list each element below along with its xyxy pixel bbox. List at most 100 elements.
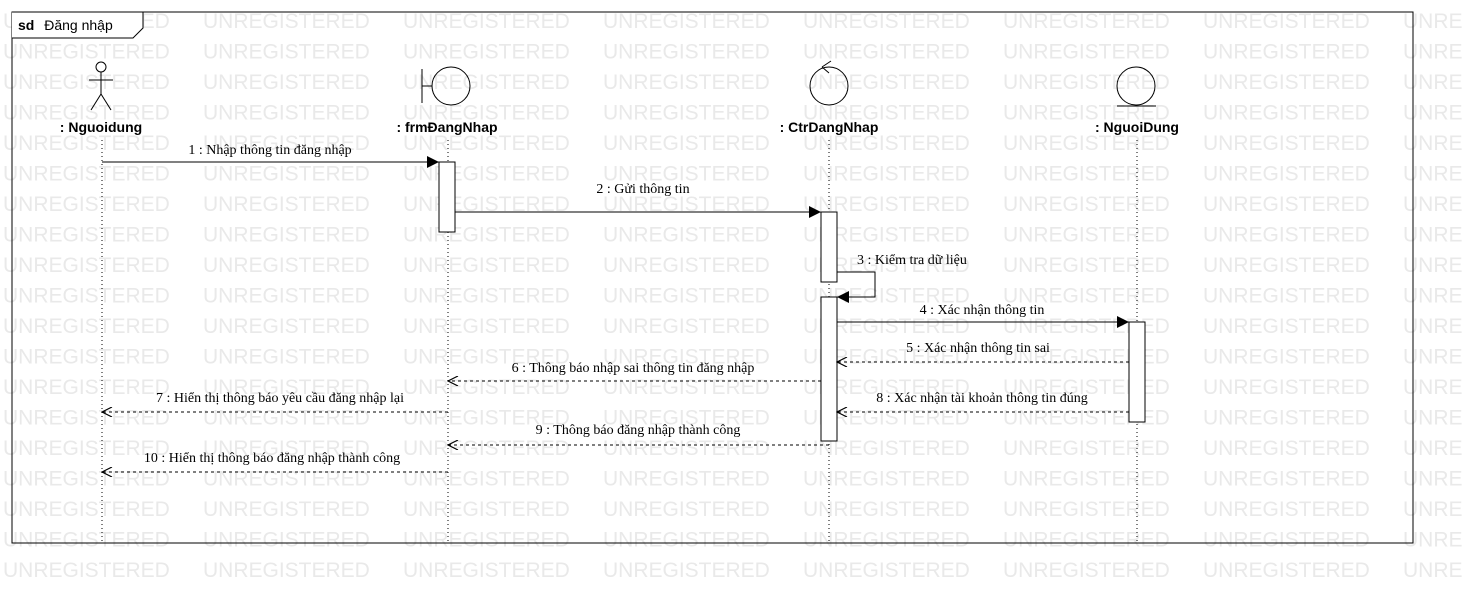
watermark-text: UNREGISTERED — [3, 498, 170, 521]
watermark-text: UNREGISTERED — [803, 224, 970, 247]
message-4-label: 4 : Xác nhận thông tin — [920, 303, 1045, 318]
watermark-text: UNREGISTERED — [203, 102, 370, 125]
watermark-text: UNREGISTERED — [1403, 10, 1462, 33]
watermark-text: UNREGISTERED — [203, 468, 370, 491]
watermark-text: UNREGISTERED — [3, 254, 170, 277]
watermark-text: UNREGISTERED — [1003, 102, 1170, 125]
watermark-text: UNREGISTERED — [203, 224, 370, 247]
watermark-text: UNREGISTERED — [803, 10, 970, 33]
watermark-text: UNREGISTERED — [403, 254, 570, 277]
watermark-text: UNREGISTERED — [203, 407, 370, 430]
actor-icon — [89, 61, 113, 111]
watermark-text: UNREGISTERED — [803, 529, 970, 552]
watermark-text: UNREGISTERED — [1203, 71, 1370, 94]
watermark-text: UNREGISTERED — [603, 224, 770, 247]
watermark-text: UNREGISTERED — [203, 10, 370, 33]
lifeline-form: : frmĐangNhap — [396, 66, 498, 135]
message-1-label: 1 : Nhập thông tin đăng nhập — [188, 143, 351, 158]
activation-form — [438, 161, 456, 233]
message-8-label: 8 : Xác nhận tài khoản thông tin đúng — [876, 391, 1088, 406]
watermark-text: UNREGISTERED — [3, 163, 170, 186]
watermark-text: UNREGISTERED — [203, 163, 370, 186]
watermark-text: UNREGISTERED — [3, 285, 170, 308]
watermark-text: UNREGISTERED — [403, 71, 570, 94]
watermark-text: UNREGISTERED — [3, 193, 170, 216]
watermark-text: UNREGISTERED — [203, 498, 370, 521]
watermark-text: UNREGISTERED — [603, 559, 770, 582]
boundary-icon — [421, 66, 471, 106]
watermark-text: UNREGISTERED — [1003, 346, 1170, 369]
watermark-text: UNREGISTERED — [803, 163, 970, 186]
lifeline-user: : Nguoidung — [60, 61, 142, 135]
watermark-text: UNREGISTERED — [403, 468, 570, 491]
watermark-text: UNREGISTERED — [1403, 132, 1462, 155]
watermark-text: UNREGISTERED — [203, 132, 370, 155]
message-2: 2 : Gửi thông tin — [455, 182, 821, 218]
message-2-label: 2 : Gửi thông tin — [596, 182, 689, 197]
watermark-text: UNREGISTERED — [1003, 254, 1170, 277]
watermark-text: UNREGISTERED — [203, 529, 370, 552]
watermark-text: UNREGISTERED — [603, 163, 770, 186]
message-7: 7 : Hiển thị thông báo yêu cầu đăng nhập… — [102, 391, 448, 412]
watermark-text: UNREGISTERED — [1403, 407, 1462, 430]
watermark-text: UNREGISTERED — [203, 41, 370, 64]
watermark-text: UNREGISTERED — [3, 437, 170, 460]
watermark-text: UNREGISTERED — [3, 132, 170, 155]
watermark-text: UNREGISTERED — [803, 559, 970, 582]
watermark-text: UNREGISTERED — [403, 376, 570, 399]
watermark-text: UNREGISTERED — [203, 437, 370, 460]
watermark-text: UNREGISTERED — [1403, 559, 1462, 582]
watermark-text: UNREGISTERED — [1003, 163, 1170, 186]
watermark-text: UNREGISTERED — [203, 71, 370, 94]
entity-icon — [1116, 66, 1156, 107]
watermark-text: UNREGISTERED — [603, 71, 770, 94]
watermark-text: UNREGISTERED — [1003, 10, 1170, 33]
watermark-text: UNREGISTERED — [403, 163, 570, 186]
watermark-text: UNREGISTERED — [803, 437, 970, 460]
message-4: 4 : Xác nhận thông tin — [837, 303, 1129, 328]
watermark-text: UNREGISTERED — [603, 254, 770, 277]
message-3: 3 : Kiểm tra dữ liệu — [837, 253, 967, 303]
watermark-text: UNREGISTERED — [603, 468, 770, 491]
watermark-text: UNREGISTERED — [803, 102, 970, 125]
watermark-text: UNREGISTERED — [1403, 41, 1462, 64]
watermark-text: UNREGISTERED — [803, 498, 970, 521]
watermark-text: UNREGISTERED — [1003, 498, 1170, 521]
watermark-text: UNREGISTERED — [603, 376, 770, 399]
watermark-text: UNREGISTERED — [403, 529, 570, 552]
frame-name: Đăng nhập — [44, 17, 113, 33]
message-3-label: 3 : Kiểm tra dữ liệu — [857, 253, 967, 268]
watermark-text: UNREGISTERED — [1403, 163, 1462, 186]
watermark-text: UNREGISTERED — [803, 254, 970, 277]
watermark-text: UNREGISTERED — [1203, 407, 1370, 430]
watermark-text: UNREGISTERED — [1203, 346, 1370, 369]
watermark-text: UNREGISTERED — [1203, 224, 1370, 247]
watermark-text: UNREGISTERED — [1403, 529, 1462, 552]
watermark-text: UNREGISTERED — [1403, 346, 1462, 369]
watermark-text: UNREGISTERED — [403, 132, 570, 155]
watermark-text: UNREGISTERED — [803, 71, 970, 94]
watermark-text: UNREGISTERED — [3, 102, 170, 125]
message-9-label: 9 : Thông báo đăng nhập thành công — [536, 423, 741, 438]
watermark-text: UNREGISTERED — [1403, 102, 1462, 125]
lifeline-label-user: : Nguoidung — [60, 119, 142, 135]
watermark-text: UNREGISTERED — [1403, 285, 1462, 308]
watermark-text: UNREGISTERED — [603, 193, 770, 216]
watermark-text: UNREGISTERED — [1203, 102, 1370, 125]
activation-ctrl-2 — [820, 296, 838, 442]
watermark-text: UNREGISTERED — [3, 224, 170, 247]
watermark-text: UNREGISTERED — [1203, 498, 1370, 521]
watermark-text: UNREGISTERED — [203, 376, 370, 399]
watermark-text: UNREGISTERED — [3, 71, 170, 94]
watermark-text: UNREGISTERED — [603, 437, 770, 460]
lifeline-label-form: : frmĐangNhap — [396, 119, 497, 135]
watermark-text: UNREGISTERED — [3, 529, 170, 552]
control-icon — [809, 60, 849, 106]
message-5-label: 5 : Xác nhận thông tin sai — [906, 341, 1050, 356]
watermark-text: UNREGISTERED — [1203, 468, 1370, 491]
watermark-text: UNREGISTERED — [1403, 224, 1462, 247]
activation-ctrl-1 — [820, 211, 838, 283]
watermark-text: UNREGISTERED — [1003, 193, 1170, 216]
watermark-text: UNREGISTERED — [603, 498, 770, 521]
